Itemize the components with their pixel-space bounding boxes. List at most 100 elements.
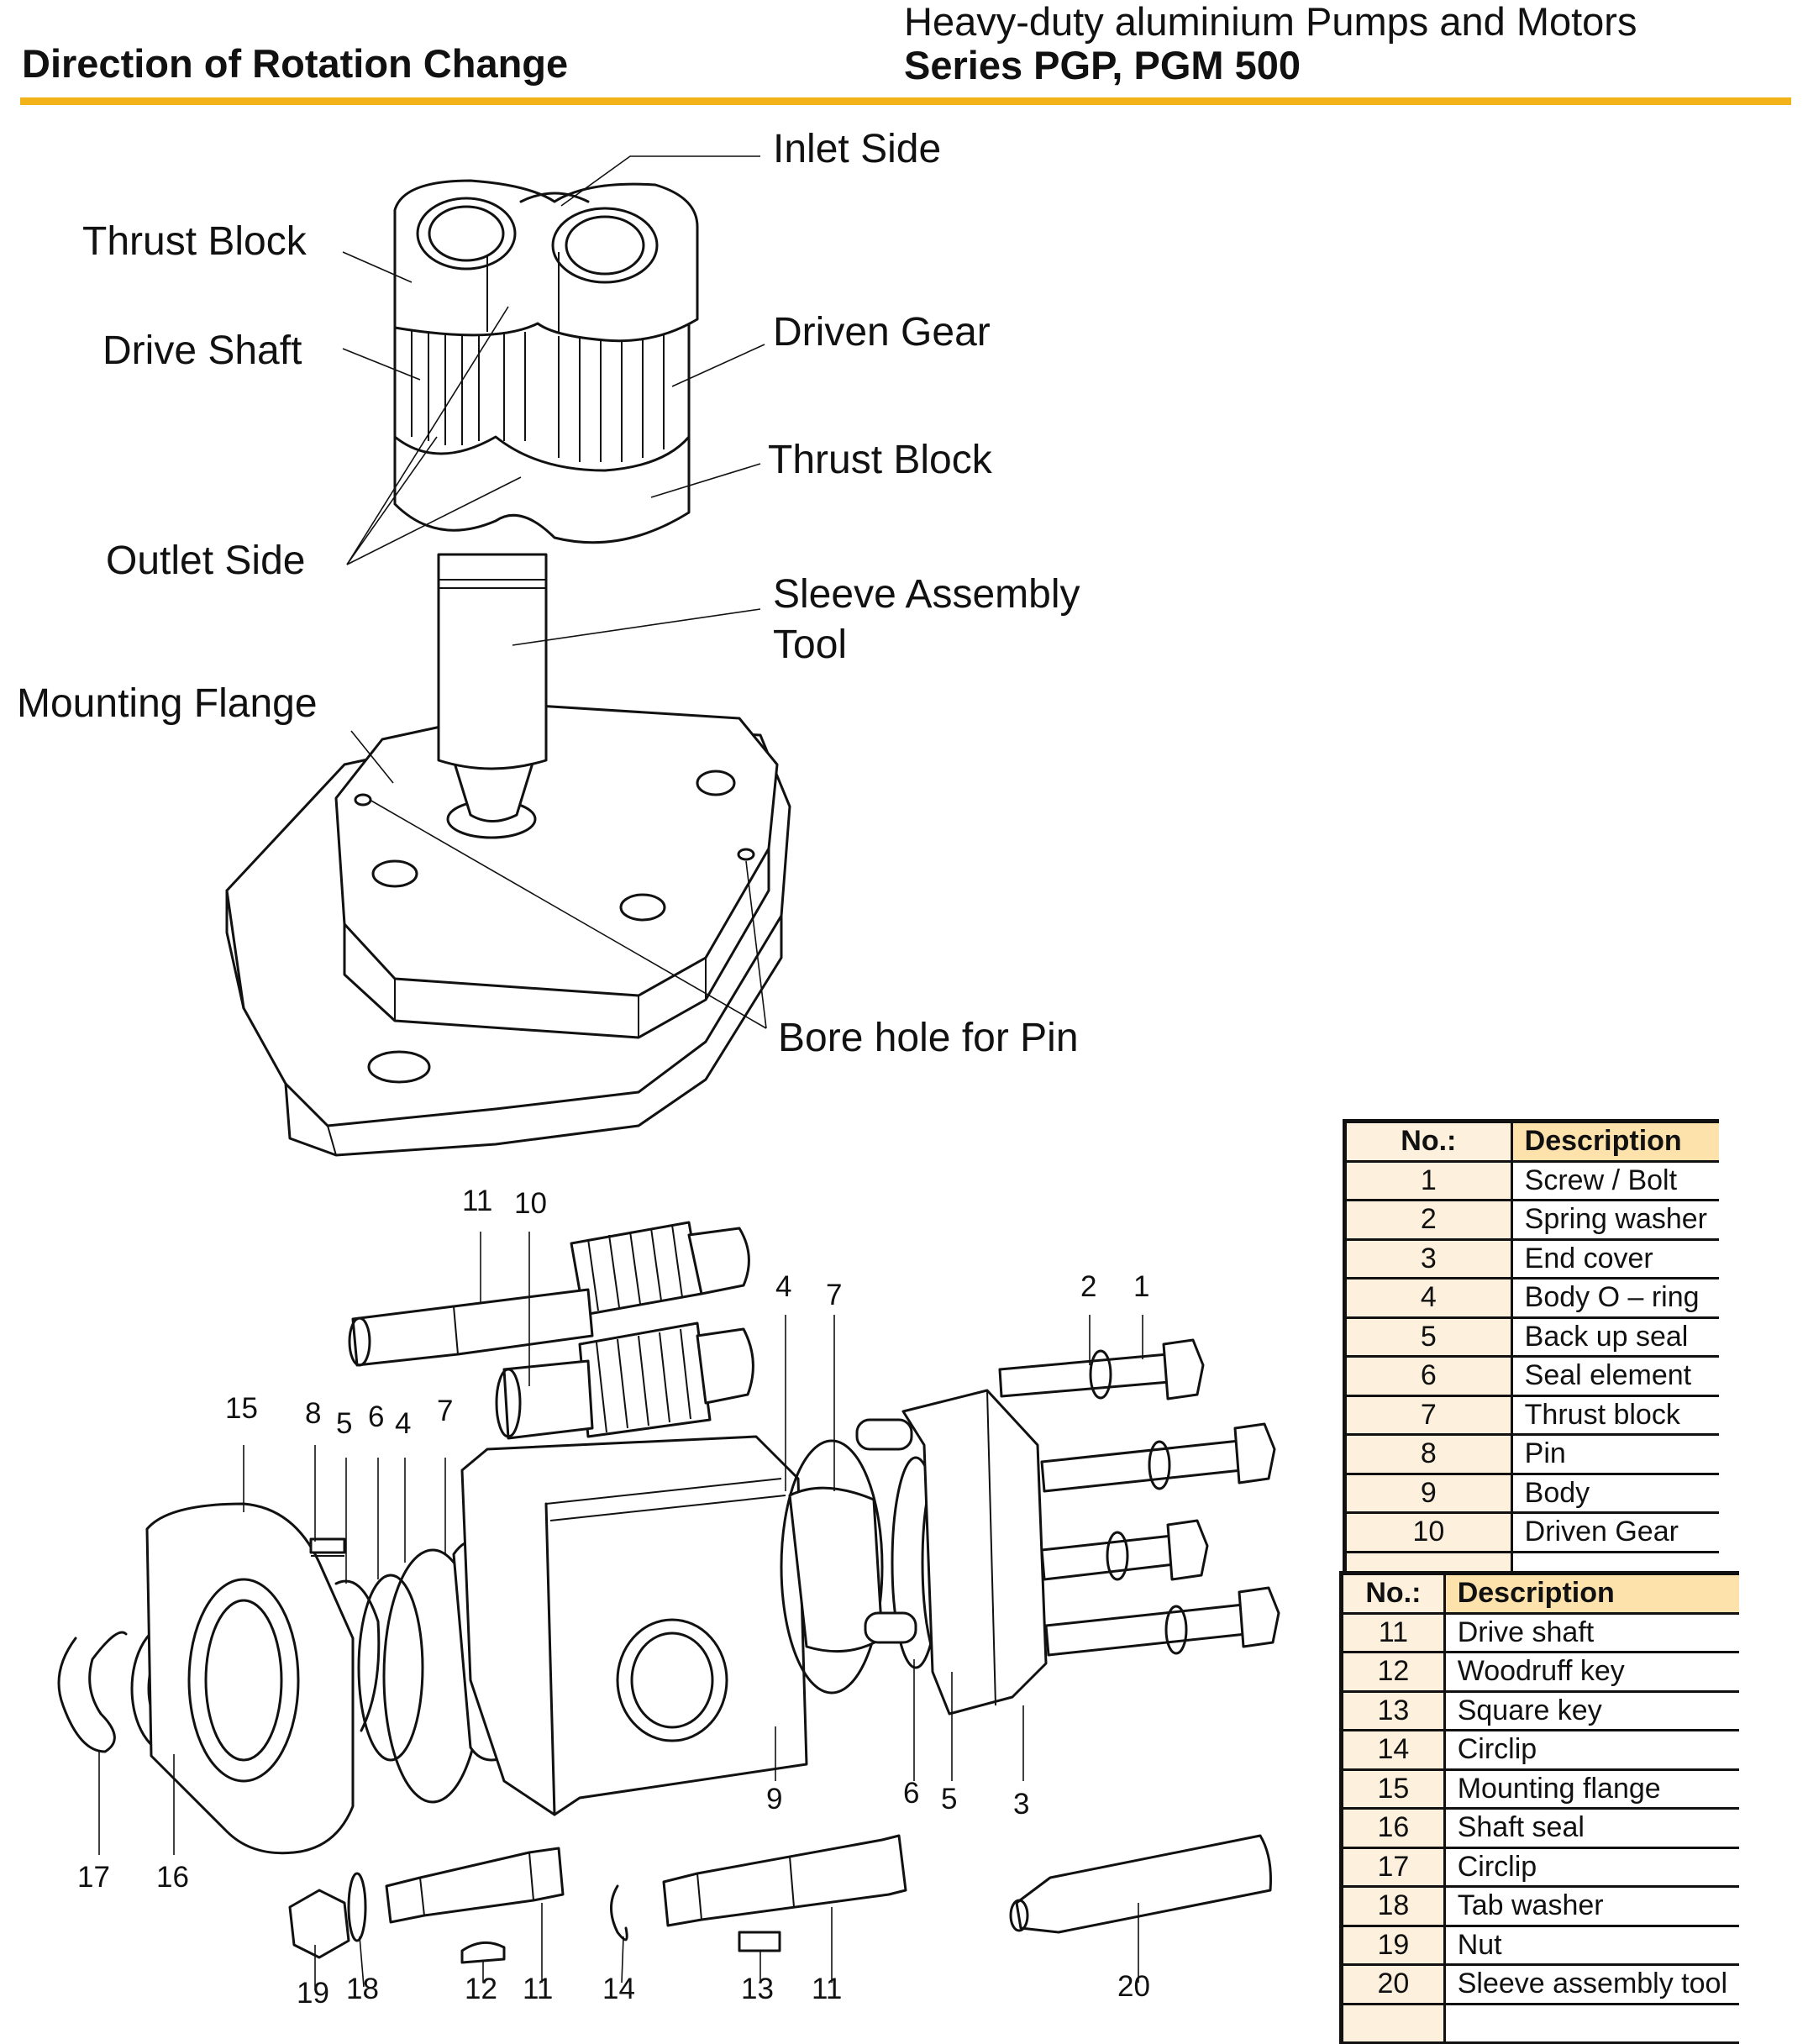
num-17: 17 (77, 1861, 110, 1894)
label-sleeve-assembly-tool-1: Sleeve Assembly (773, 572, 1080, 617)
part-no: 17 (1339, 1847, 1446, 1888)
product-line: Heavy-duty aluminium Pumps and Motors (904, 0, 1637, 44)
part-no: 13 (1339, 1691, 1446, 1731)
part-desc: End cover (1511, 1239, 1719, 1279)
part-no: 3 (1343, 1239, 1513, 1279)
label-driven-gear: Driven Gear (773, 310, 991, 355)
num-20: 20 (1117, 1970, 1150, 2003)
part-no: 1 (1343, 1161, 1513, 1201)
part-no: 14 (1339, 1730, 1446, 1771)
header-rule (20, 97, 1791, 105)
part-no: 15 (1339, 1769, 1446, 1810)
table-row (1339, 2004, 1739, 2044)
part-desc: Sleeve assembly tool (1444, 1964, 1739, 2005)
num-16: 16 (156, 1861, 189, 1894)
label-thrust-block-lower: Thrust Block (768, 438, 992, 482)
part-no: 2 (1343, 1200, 1513, 1241)
part-no: 16 (1339, 1808, 1446, 1849)
num-14: 14 (602, 1973, 635, 2005)
part-no: 19 (1339, 1926, 1446, 1966)
part-no: 5 (1343, 1317, 1513, 1358)
num-4-right: 4 (775, 1270, 792, 1303)
part-desc: Thrust block (1511, 1395, 1719, 1436)
num-7-left: 7 (437, 1395, 454, 1427)
series-title: Series PGP, PGM 500 (904, 43, 1301, 87)
part-desc: Seal element (1511, 1356, 1719, 1397)
part-desc: Circlip (1444, 1847, 1739, 1888)
label-drive-shaft: Drive Shaft (102, 328, 302, 373)
part-desc: Back up seal (1511, 1317, 1719, 1358)
label-sleeve-assembly-tool-2: Tool (773, 623, 848, 667)
part-no: 6 (1343, 1356, 1513, 1397)
part-no: 12 (1339, 1652, 1446, 1693)
num-11-gear-shaft: 11 (462, 1185, 493, 1217)
part-no: 11 (1339, 1613, 1446, 1653)
num-5-right: 5 (941, 1783, 958, 1815)
part-no: 4 (1343, 1278, 1513, 1319)
callout-leaders (342, 155, 767, 1029)
label-outlet-side: Outlet Side (106, 539, 306, 583)
label-inlet-side: Inlet Side (773, 127, 942, 171)
num-3: 3 (1013, 1788, 1030, 1821)
part-desc: Square key (1444, 1691, 1739, 1731)
part-desc (1444, 2004, 1739, 2044)
part-desc: Woodruff key (1444, 1652, 1739, 1693)
part-desc: Nut (1444, 1926, 1739, 1966)
part-desc: Mounting flange (1444, 1769, 1739, 1810)
part-desc: Drive shaft (1444, 1613, 1739, 1653)
part-desc: Screw / Bolt (1511, 1161, 1719, 1201)
section-title: Direction of Rotation Change (22, 41, 569, 86)
num-11-woodruff: 11 (523, 1973, 554, 2005)
part-no (1339, 2004, 1446, 2044)
upper-assembly-drawing (225, 179, 791, 1157)
num-15: 15 (225, 1392, 258, 1425)
num-13: 13 (741, 1973, 774, 2005)
exploded-view-drawing (57, 1221, 1280, 1964)
part-desc: Tab washer (1444, 1886, 1739, 1927)
part-desc: Body (1511, 1474, 1719, 1514)
num-2: 2 (1080, 1270, 1097, 1303)
header-no: No.: (1339, 1571, 1446, 1615)
part-desc: Spring washer (1511, 1200, 1719, 1241)
header-no: No.: (1343, 1119, 1513, 1163)
num-12: 12 (465, 1973, 497, 2005)
label-bore-hole-for-pin: Bore hole for Pin (778, 1016, 1079, 1060)
num-11-square: 11 (812, 1973, 843, 2005)
header-description: Description (1511, 1119, 1719, 1163)
part-desc: Body O – ring (1511, 1278, 1719, 1319)
num-6-left: 6 (368, 1400, 385, 1433)
num-19: 19 (297, 1977, 329, 2010)
number-leaders (98, 1232, 1143, 1988)
part-no: 8 (1343, 1434, 1513, 1475)
header-description: Description (1444, 1571, 1739, 1615)
num-9: 9 (766, 1783, 783, 1815)
part-no: 18 (1339, 1886, 1446, 1927)
num-18: 18 (346, 1973, 379, 2005)
part-no: 7 (1343, 1395, 1513, 1436)
num-8: 8 (305, 1397, 322, 1430)
table-header-row: No.: Description (1343, 1119, 1719, 1163)
part-desc: Shaft seal (1444, 1808, 1739, 1849)
part-no: 9 (1343, 1474, 1513, 1514)
part-desc: Circlip (1444, 1730, 1739, 1771)
table-header-row: No.: Description (1339, 1571, 1739, 1615)
part-desc: Driven Gear (1511, 1512, 1719, 1553)
num-10: 10 (514, 1187, 547, 1220)
